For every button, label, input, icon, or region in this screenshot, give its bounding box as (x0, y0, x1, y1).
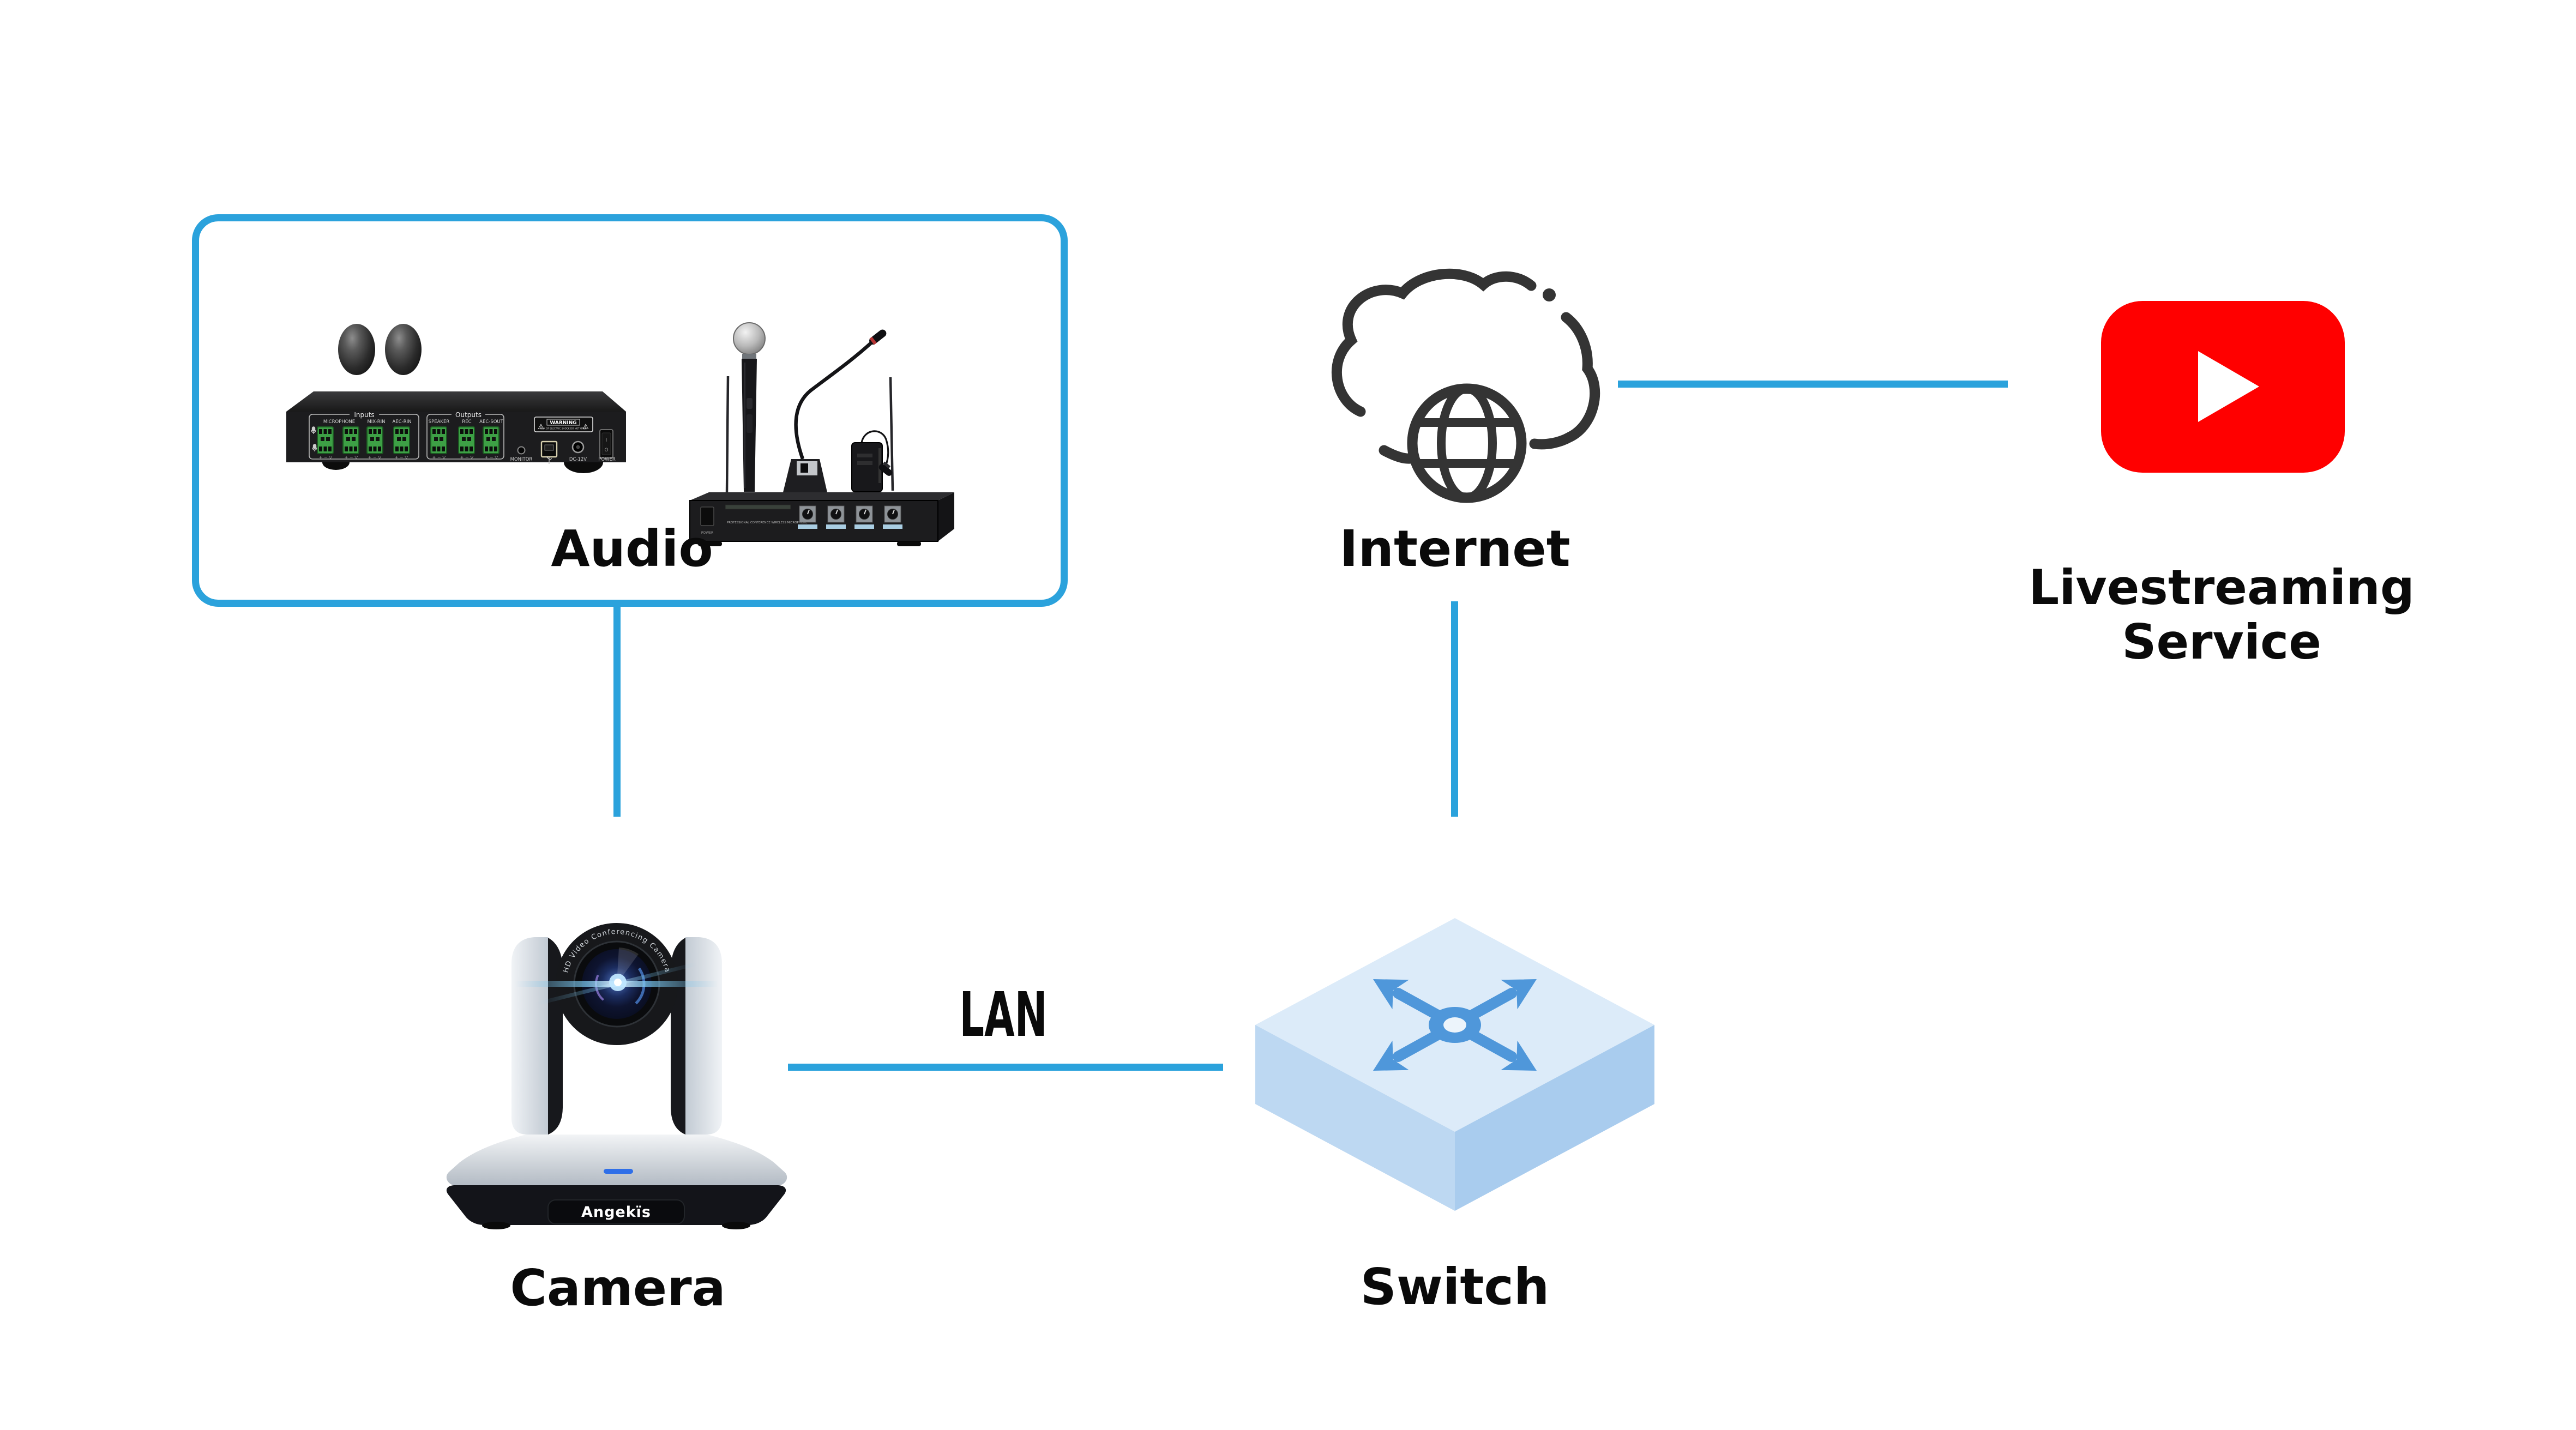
youtube-logo (2101, 301, 2345, 473)
lan-label: LAN (935, 985, 1072, 1046)
outputs-label-bg (452, 411, 485, 418)
cloud-dot (1543, 288, 1556, 301)
terminal-marks: + − ▽ (460, 455, 474, 460)
cloud-outline (1331, 268, 1537, 417)
switch-label: Switch (1360, 1258, 1550, 1316)
internet-label: Internet (1339, 520, 1570, 578)
switch-arrows-icon (1373, 979, 1537, 1071)
livestreaming-label-line2: Service (2122, 614, 2321, 670)
gooseneck-mic-icon (783, 329, 887, 492)
receiver-text: PROFESSIONAL CONFERENCE WIRELESS MICROPH… (727, 521, 808, 524)
terminal-marks: + − ▽ (432, 455, 446, 460)
warning-label: WARNING (550, 420, 576, 426)
dc-label: DC-12V (569, 457, 587, 462)
connector-audio-camera (613, 607, 621, 817)
svg-text:I: I (606, 438, 607, 443)
channel-label: AEC-RIN (393, 419, 412, 425)
terminal-marks: + − ▽ (368, 455, 382, 460)
livestreaming-label: Livestreaming Service (2029, 560, 2415, 669)
terminal-marks: + − ▽ (319, 455, 333, 460)
boundary-mic-icon (338, 324, 375, 375)
receiver-power-switch (700, 506, 714, 526)
inputs-label-bg (350, 411, 379, 418)
wireless-mic-system-icon: POWER PROFESSIONAL CONFERENCE WIRELESS M… (689, 322, 954, 546)
wireless-receiver: POWER PROFESSIONAL CONFERENCE WIRELESS M… (689, 492, 954, 546)
mic-symbol-icon (312, 444, 317, 451)
camera-base-silver (446, 1135, 787, 1185)
antenna (725, 376, 730, 494)
receiver-power-label: POWER (701, 531, 713, 535)
bodypack-transmitter-icon (851, 430, 893, 492)
monitor-jack (517, 446, 526, 455)
cloud-outline-right (1529, 312, 1600, 450)
switch-left-face (1255, 1025, 1455, 1211)
connector-internet-switch (1451, 601, 1458, 817)
camera-label: Camera (510, 1259, 726, 1317)
play-icon (2198, 351, 2259, 422)
warning-sticker: ⚠ ⚠ WARNING RISK OF ELECTRIC SHOCK DO NO… (534, 417, 593, 432)
channel-label: AEC-SOUT (479, 419, 503, 425)
antenna (889, 377, 894, 491)
camera-brand: Angekïs (581, 1204, 651, 1221)
outputs-group-label: Outputs (455, 411, 482, 419)
connector-camera-switch-lan (788, 1064, 1223, 1071)
terminal-marks: + − ▽ (395, 455, 408, 460)
mixer-top-face (286, 391, 626, 412)
usb-icon (546, 456, 552, 464)
channel-label: MIX-RIN (367, 419, 385, 425)
audio-label: Audio (551, 520, 713, 578)
connector-internet-livestreaming (1618, 381, 2008, 388)
audio-mixer-icon: Inputs MICROPHONE MIX-RIN AEC-RIN + − ▽ … (286, 391, 626, 473)
globe-icon (1407, 383, 1527, 503)
camera-lens: HD Video Conferencing Camera (515, 923, 718, 1045)
monitor-label: MONITOR (510, 457, 533, 462)
lavalier-mic-icon (878, 461, 893, 476)
terminal-marks: + − ▽ (345, 455, 358, 460)
camera-left-arm (511, 937, 548, 1135)
camera-brand-panel (547, 1199, 685, 1224)
lan-label-text: LAN (959, 980, 1048, 1051)
power-switch: I O (599, 429, 613, 458)
ptz-camera-icon: HD Video Conferencing Camera Angekïs (446, 923, 787, 1229)
network-switch-icon (1255, 918, 1654, 1211)
receiver-knobs (798, 505, 902, 529)
mic-symbol-icon (311, 426, 316, 434)
svg-text:O: O (604, 448, 608, 453)
channel-label: MICROPHONE (323, 419, 355, 425)
warning-sub-label: RISK OF ELECTRIC SHOCK DO NOT OPEN (540, 427, 586, 430)
warning-triangle-icon: ⚠ (538, 423, 544, 431)
camera-foot (722, 1222, 750, 1229)
cloud-outline-bottom (1379, 445, 1416, 464)
handheld-mic-icon (733, 322, 766, 492)
warning-triangle-icon: ⚠ (582, 423, 589, 431)
internet-cloud-icon (1331, 268, 1600, 503)
inputs-group-label: Inputs (354, 411, 374, 419)
terminal-marks: + − ▽ (485, 455, 498, 460)
mixer-power-label: POWER (598, 457, 616, 462)
switch-right-face (1455, 1025, 1654, 1211)
channel-label: REC (462, 419, 471, 425)
camera-foot (482, 1222, 510, 1229)
livestreaming-label-line1: Livestreaming (2029, 559, 2415, 616)
camera-led (604, 1169, 633, 1174)
channel-label: SPEAKER (429, 419, 450, 425)
boundary-mic-icon (385, 324, 422, 375)
